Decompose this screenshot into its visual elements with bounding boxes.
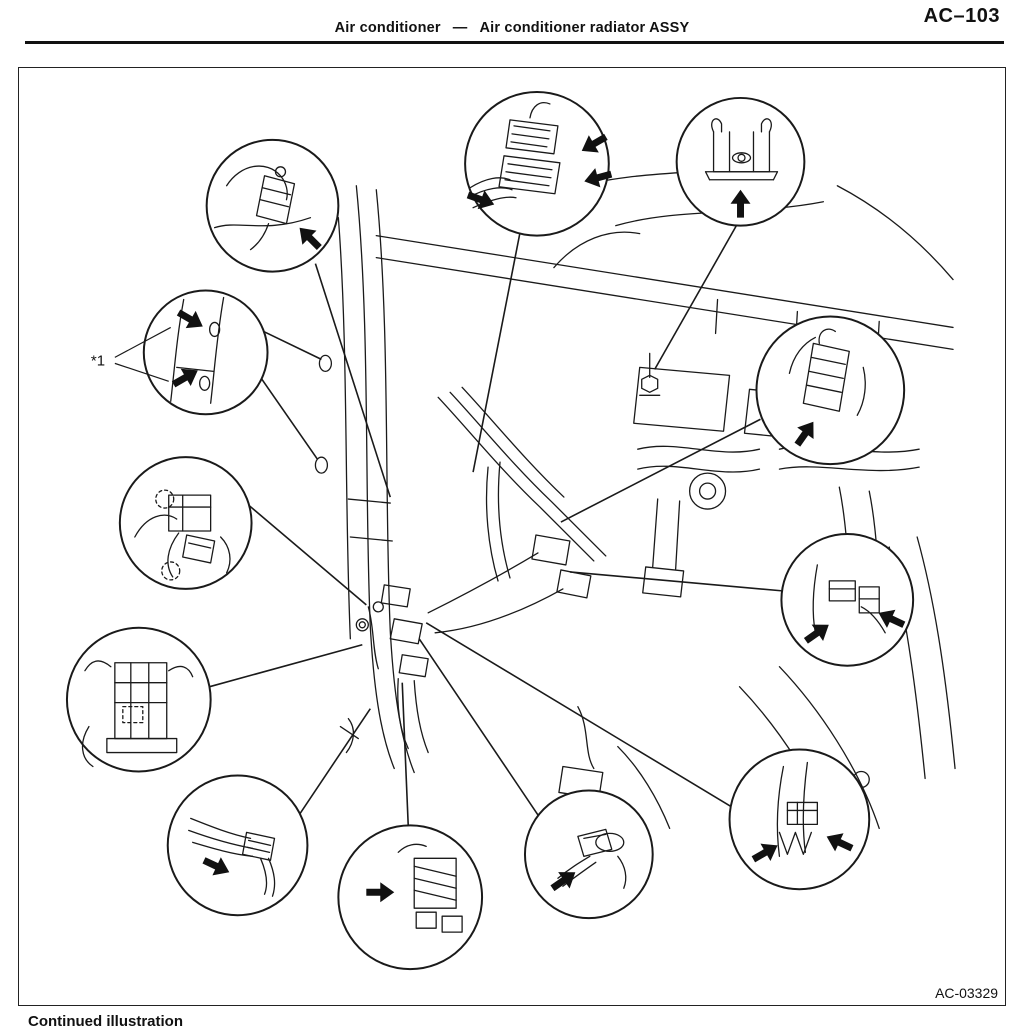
ref-pointer-line <box>114 362 169 382</box>
callout-bracket-clip-detail <box>675 96 806 227</box>
ref-pointer-line <box>114 326 172 358</box>
callout-bubbles <box>65 90 915 971</box>
leader-line <box>209 643 363 688</box>
leader-line <box>259 376 319 460</box>
leader-line <box>425 622 733 809</box>
continued-note: Continued illustration <box>28 1013 183 1030</box>
callout-sensor-connector-detail <box>523 789 654 920</box>
section-title: Air conditioner — Air conditioner radiator… <box>0 20 1024 36</box>
leader-line <box>654 223 739 370</box>
leader-line <box>560 418 761 523</box>
callout-hose-canister-detail <box>205 138 340 273</box>
header-rule <box>25 41 1004 44</box>
figure-box: *1 AC-03329 <box>18 67 1006 1006</box>
callout-dual-connector-detail <box>780 533 915 667</box>
dashed-clip-marker <box>155 489 175 509</box>
leader-lines <box>209 223 783 826</box>
callout-bracket-connector-detail <box>728 748 871 891</box>
leader-line <box>401 682 410 826</box>
callout-harness-connector-detail <box>166 774 309 917</box>
leader-line <box>314 263 392 498</box>
dashed-clip-marker <box>161 561 181 581</box>
leader-line <box>248 504 367 606</box>
callout-hatched-connector-detail <box>337 824 484 971</box>
page-number: AC–103 <box>923 5 1000 27</box>
grommet-upper <box>318 354 333 373</box>
engine-bay-art <box>314 161 956 849</box>
callout-connector-stack-detail <box>464 90 614 237</box>
leader-line <box>298 708 371 815</box>
exploded-view-diagram: *1 AC-03329 <box>65 90 998 1001</box>
callout-relay-clip-detail <box>118 456 253 590</box>
leader-line <box>418 638 540 817</box>
leader-line <box>263 330 322 361</box>
mounting-bolt <box>639 352 661 396</box>
leader-line <box>472 232 521 473</box>
figure-number: AC-03329 <box>935 985 998 1001</box>
callout-pipe-bracket-detail <box>755 315 906 466</box>
callout-fusebox-detail <box>65 626 212 773</box>
ref-label-group: *1 <box>91 326 172 382</box>
section-title-left: Air conditioner <box>334 20 441 36</box>
title-dash-separator: — <box>452 20 468 36</box>
section-title-right: Air conditioner radiator ASSY <box>479 20 690 36</box>
grommet-lower <box>314 456 329 474</box>
leader-line <box>569 571 783 592</box>
callout-grommet-detail <box>142 289 269 416</box>
ref-label-asterisk1: *1 <box>91 352 105 369</box>
dashed-clip-marker <box>122 705 144 724</box>
